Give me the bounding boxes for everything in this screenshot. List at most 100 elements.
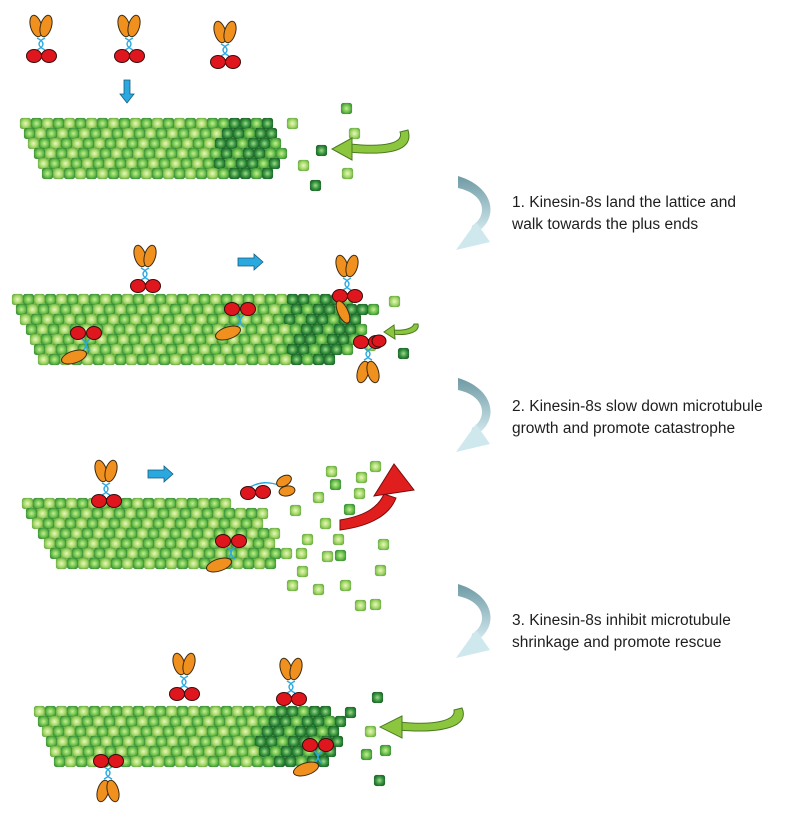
lattice-dimer	[163, 517, 176, 530]
landing-arrow	[119, 79, 135, 104]
lattice-dimer	[99, 147, 112, 160]
lattice-dimer	[262, 755, 275, 768]
lattice-dimer	[154, 705, 167, 718]
lattice-dimer	[132, 147, 145, 160]
lattice-dimer	[367, 303, 380, 316]
lattice-dimer	[114, 303, 127, 316]
lattice-dimer	[278, 323, 291, 336]
lattice-dimer	[154, 147, 167, 160]
lattice-dimer	[129, 313, 142, 326]
lattice-dimer	[59, 527, 72, 540]
lattice-dimer	[148, 137, 161, 150]
kinesin-head	[240, 302, 256, 316]
lattice-dimer	[119, 517, 132, 530]
lattice-dimer	[36, 507, 49, 520]
lattice-dimer	[48, 353, 61, 366]
lattice-dimer	[100, 735, 113, 748]
lattice-dimer	[65, 537, 78, 550]
lattice-dimer	[213, 303, 226, 316]
lattice-dimer	[122, 735, 135, 748]
lattice-dimer	[27, 137, 40, 150]
kinesin-tail	[106, 779, 120, 803]
lattice-dimer	[75, 517, 88, 530]
lattice-dimer	[252, 537, 265, 550]
lattice-dimer	[103, 157, 116, 170]
lattice-dimer	[131, 497, 144, 510]
kinesin-tail	[289, 657, 303, 681]
lattice-dimer	[41, 167, 54, 180]
microtubule-1	[19, 117, 288, 180]
lattice-dimer	[261, 313, 274, 326]
free-tubulin-dimer	[319, 517, 332, 530]
lattice-dimer	[289, 323, 302, 336]
lattice-dimer	[52, 725, 65, 738]
lattice-dimer	[74, 117, 87, 130]
lattice-dimer	[181, 137, 194, 150]
lattice-dimer	[108, 517, 121, 530]
lattice-dimer	[202, 715, 215, 728]
lattice-dimer	[234, 507, 247, 520]
lattice-dimer	[143, 557, 156, 570]
lattice-dimer	[251, 517, 264, 530]
step-3-line-1: 3. Kinesin-8s inhibit microtubule	[512, 612, 731, 629]
lattice-dimer	[279, 303, 292, 316]
lattice-dimer	[44, 705, 57, 718]
lattice-dimer	[45, 127, 58, 140]
kinesin-head	[129, 49, 145, 63]
lattice-dimer	[136, 715, 149, 728]
lattice-dimer	[55, 705, 68, 718]
lattice-dimer	[286, 343, 299, 356]
kinesin-head	[86, 326, 102, 340]
lattice-dimer	[184, 313, 197, 326]
lattice-dimer	[273, 755, 286, 768]
lattice-dimer	[129, 117, 142, 130]
lattice-dimer	[256, 507, 269, 520]
lattice-dimer	[268, 527, 281, 540]
free-tubulin-dimer	[388, 295, 401, 308]
lattice-dimer	[242, 705, 255, 718]
lattice-dimer	[103, 715, 116, 728]
lattice-dimer	[40, 333, 53, 346]
lattice-dimer	[60, 137, 73, 150]
lattice-dimer	[30, 117, 43, 130]
kinesin-head	[224, 302, 240, 316]
lattice-dimer	[209, 705, 222, 718]
lattice-dimer	[315, 333, 328, 346]
kinesin-head	[371, 334, 387, 348]
lattice-dimer	[253, 147, 266, 160]
catastrophe-arrow-3	[339, 493, 397, 531]
lattice-dimer	[114, 527, 127, 540]
free-tubulin-dimer	[312, 491, 325, 504]
lattice-dimer	[170, 137, 183, 150]
lattice-dimer	[75, 755, 88, 768]
lattice-dimer	[224, 353, 237, 366]
kinesin-head	[91, 494, 107, 508]
lattice-dimer	[294, 725, 307, 738]
lattice-dimer	[162, 725, 175, 738]
lattice-dimer	[126, 745, 139, 758]
lattice-dimer	[199, 735, 212, 748]
lattice-dimer	[118, 725, 131, 738]
lattice-dimer	[191, 303, 204, 316]
lattice-dimer	[128, 333, 141, 346]
kinesin-tail	[60, 349, 88, 365]
lattice-dimer	[258, 547, 271, 560]
kinesin-tail	[39, 14, 53, 38]
lattice-dimer	[176, 293, 189, 306]
lattice-dimer	[169, 353, 182, 366]
lattice-dimer	[163, 755, 176, 768]
lattice-dimer	[316, 725, 329, 738]
lattice-dimer	[201, 323, 214, 336]
microtubule-group	[11, 117, 380, 768]
lattice-dimer	[49, 137, 62, 150]
lattice-dimer	[191, 715, 204, 728]
step-1-line-1: 1. Kinesin-8s land the lattice and	[512, 194, 737, 211]
lattice-dimer	[107, 725, 120, 738]
lattice-dimer	[239, 725, 252, 738]
kinesin-head	[106, 494, 122, 508]
lattice-dimer	[144, 735, 157, 748]
lattice-dimer	[87, 537, 100, 550]
lattice-dimer	[283, 725, 296, 738]
lattice-dimer	[197, 497, 210, 510]
lattice-dimer	[286, 293, 299, 306]
